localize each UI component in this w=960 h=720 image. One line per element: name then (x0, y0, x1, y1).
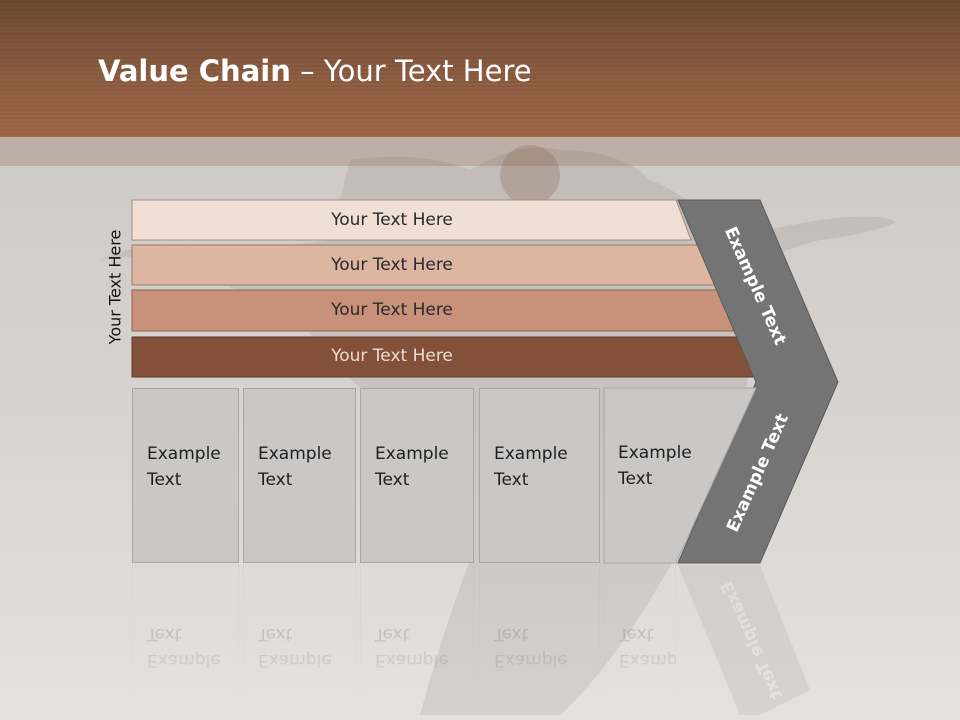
card-4-reflection-line2: Text (494, 624, 529, 644)
card-4-line2: Text (494, 470, 529, 490)
card-3-line2: Text (375, 470, 410, 490)
card-2-reflection-line2: Text (258, 624, 293, 644)
row-1-label: Your Text Here (331, 210, 453, 230)
card-1-reflection-line2: Text (147, 624, 182, 644)
card-1-reflection: Example Text (132, 565, 239, 715)
header-band (0, 137, 960, 166)
card-4-reflection: Example Text (479, 565, 600, 715)
card-1-reflection-line1: Example (147, 650, 221, 670)
row-2: Your Text Here (132, 245, 692, 285)
card-5-reflection-line1: Example (619, 650, 693, 670)
title-rest: – Your Text Here (290, 54, 532, 88)
slide-title: Value Chain – Your Text Here (98, 54, 532, 88)
row-shape-1 (131, 199, 692, 241)
row-3: Your Text Here (132, 290, 692, 330)
card-1-line2: Text (147, 470, 182, 490)
title-bold: Value Chain (98, 54, 291, 88)
card-4-line1: Example (494, 444, 568, 464)
row-4-label: Your Text Here (331, 346, 453, 366)
header-bar (0, 0, 960, 137)
card-1-line1: Example (147, 444, 221, 464)
card-3-reflection: Example Text (360, 565, 474, 715)
card-5-reflection: Example Text (604, 565, 693, 715)
card-5-line1: Example (618, 443, 692, 463)
card-3-line1: Example (375, 444, 449, 464)
card-5-line2: Text (618, 469, 653, 489)
chevron-reflection (678, 565, 810, 715)
card-3-reflection-line2: Text (375, 624, 410, 644)
card-3-reflection-line1: Example (375, 650, 449, 670)
row-4: Your Text Here (132, 336, 692, 376)
card-5-shape (603, 387, 757, 564)
card-4-reflection-line1: Example (494, 650, 568, 670)
card-5-reflection-line2: Text (619, 624, 654, 644)
card-2-reflection-line1: Example (258, 650, 332, 670)
row-2-label: Your Text Here (331, 255, 453, 275)
card-2-line2: Text (258, 470, 293, 490)
row-1: Your Text Here (132, 200, 692, 240)
card-2-reflection: Example Text (243, 565, 356, 715)
card-2-line1: Example (258, 444, 332, 464)
row-3-label: Your Text Here (331, 300, 453, 320)
